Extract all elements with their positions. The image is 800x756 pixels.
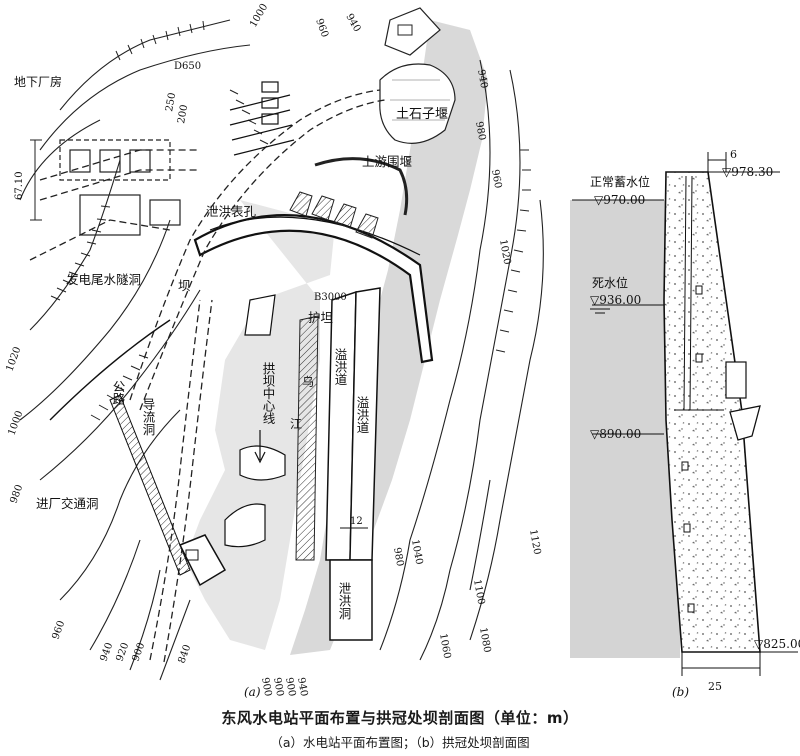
contour-label: 920 (114, 641, 131, 663)
crest-width-label: 6 (730, 148, 737, 161)
contour-label: 980 (473, 121, 487, 142)
label-dim-250: 250 (164, 92, 178, 113)
contour-label: 1000 (6, 409, 25, 437)
contour-label: 940 (295, 677, 309, 698)
upper-cofferdam-structure (314, 7, 441, 216)
contour-label: 900 (271, 677, 285, 698)
powerhouse-dimension (30, 139, 42, 221)
contour-label: 940 (98, 641, 115, 663)
label-upper-cofferdam: 上游围堰 (362, 154, 412, 169)
label-jiang: 江 (290, 417, 302, 431)
contour-label: 1060 (437, 633, 452, 660)
contour-hachures (50, 20, 531, 421)
contour-label: 960 (50, 619, 67, 641)
contour-label: 1120 (527, 529, 542, 556)
base-elevation-label: ▽825.00 (754, 637, 800, 651)
section-dimensions (681, 152, 761, 676)
label-dim-12: 12 (350, 516, 363, 527)
contour-label: 940 (343, 12, 362, 34)
plan-panel: 地下厂房 发电尾水隧洞 进厂交通洞 导流洞 公路 坝 泄洪表孔 上游围堰 土石子… (4, 2, 544, 699)
contour-label: 900 (130, 641, 147, 663)
contour-lines (19, 19, 544, 681)
label-dam: 坝 (178, 278, 191, 293)
contour-label: 900 (259, 677, 273, 698)
label-b3000: B3000 (314, 292, 347, 303)
contour-label: 1020 (497, 239, 512, 266)
label-wu: 乌 (302, 374, 314, 389)
contour-label: 900 (283, 677, 297, 698)
penstocks (229, 81, 295, 156)
contour-label: 1020 (4, 345, 23, 373)
powerhouse-layout (59, 139, 181, 236)
tunnels (29, 89, 386, 663)
crest-elevation-label: ▽978.30 (722, 165, 773, 179)
panel-label-b: (b) (672, 685, 689, 699)
panel-label-a: (a) (244, 685, 261, 699)
label-d650: D650 (174, 61, 201, 72)
flow-arrow (254, 430, 266, 464)
label-tushizi-dam: 土石子堰 (396, 107, 448, 122)
label-dim-6710: 67.10 (14, 171, 25, 200)
contour-label: 980 (8, 483, 25, 505)
contour-label: 960 (313, 17, 330, 39)
dam-section-internal (674, 175, 724, 613)
water-level-lines (572, 171, 798, 653)
label-spillway-2: 溢洪道 (355, 396, 370, 434)
label-apron: 护坦 (308, 310, 333, 325)
road-line (49, 319, 171, 421)
spillway-chute (295, 287, 381, 641)
diversion-outlets (178, 445, 286, 587)
access-tunnel-strip (109, 394, 191, 576)
label-dim-200: 200 (176, 104, 190, 125)
label-diversion-tunnel: 导流洞 (141, 398, 156, 436)
contour-label: 980 (391, 547, 405, 568)
label-arch-center-line: 拱坝中心线 (261, 362, 276, 425)
elevation-890-label: ▽890.00 (590, 427, 641, 441)
apron-structure (244, 294, 276, 336)
figure-subtitle: （a）水电站平面布置图；（b）拱冠处坝剖面图 (270, 735, 530, 750)
label-road: 公路 (111, 380, 126, 406)
contour-label: 1100 (471, 579, 486, 606)
label-surface-spillway: 泄洪表孔 (206, 204, 257, 219)
label-tailrace-tunnel: 发电尾水隧洞 (66, 272, 141, 287)
base-width-label: 25 (708, 680, 722, 693)
tushizi-dam (379, 63, 456, 144)
normal-level-label: 正常蓄水位 (590, 174, 650, 189)
reservoir-water (570, 200, 680, 658)
label-spillway-1: 溢洪道 (333, 348, 348, 386)
contour-label: 1000 (248, 2, 270, 30)
contour-label: 840 (176, 643, 193, 665)
label-underground-powerhouse: 地下厂房 (14, 74, 62, 89)
arch-dam (193, 191, 434, 364)
dam-section-bridge (725, 361, 747, 399)
contour-label: 960 (489, 169, 503, 190)
figure-title: 东风水电站平面布置与拱冠处坝剖面图（单位：m） (221, 709, 579, 727)
section-panel: 6 25 ▽978.30 正常蓄水位 ▽970.00 死水位 ▽936.00 ▽… (570, 148, 800, 699)
label-spill-tunnel: 泄洪洞 (337, 582, 352, 620)
contour-label: 940 (475, 69, 489, 90)
normal-level-value: ▽970.00 (594, 193, 645, 207)
river-downstream (185, 200, 335, 650)
dead-level-label: 死水位 (592, 275, 628, 290)
dam-section-bucket (729, 405, 761, 441)
contour-label: 1040 (409, 539, 424, 566)
dead-level-value: ▽936.00 (590, 293, 641, 307)
contour-label: 1080 (477, 627, 492, 654)
label-access-tunnel: 进厂交通洞 (36, 496, 99, 511)
